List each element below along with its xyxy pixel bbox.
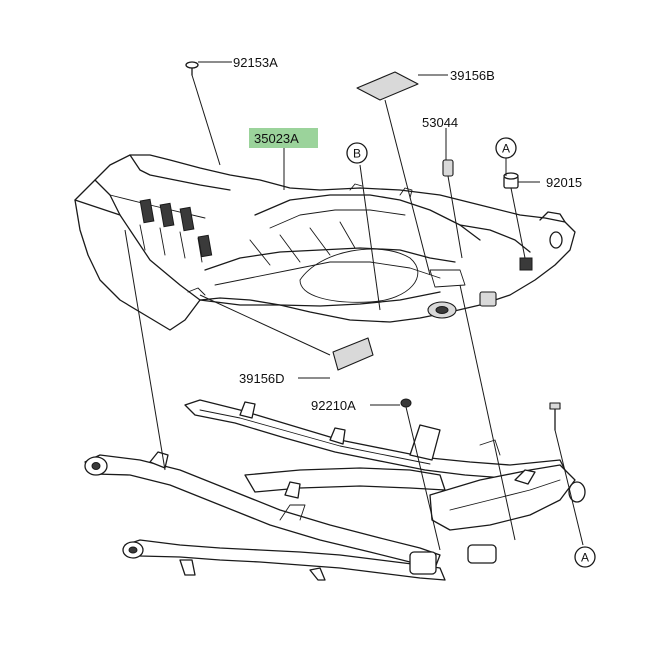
part-labels: 92153A 39156B 35023A 53044 92015 39156D … [233, 55, 582, 413]
rear-subframe [84, 399, 586, 581]
label-92015: 92015 [546, 175, 582, 190]
leader-lines [124, 61, 584, 551]
label-39156D: 39156D [239, 371, 285, 386]
label-53044: 53044 [422, 115, 458, 130]
marker-a-bottom: A [581, 551, 589, 565]
clip-53044 [442, 159, 454, 177]
label-92153A: 92153A [233, 55, 278, 70]
rear-fender-tray [74, 154, 576, 331]
pad-39156D [332, 337, 374, 371]
marker-a-top: A [502, 142, 510, 156]
marker-a-top-circle [495, 137, 517, 159]
nut-92015 [503, 172, 519, 189]
marker-b-circle [346, 142, 368, 164]
marker-a-bottom-circle [574, 546, 596, 568]
label-92210A: 92210A [311, 398, 356, 413]
label-35023A-highlight [249, 128, 318, 148]
nut-92210A [400, 398, 412, 408]
marker-b: B [353, 147, 361, 161]
label-35023A: 35023A [254, 131, 299, 146]
screw-92153A [185, 61, 199, 76]
reference-markers: A B A [346, 137, 596, 568]
pad-39156B [356, 71, 419, 101]
label-39156B: 39156B [450, 68, 495, 83]
